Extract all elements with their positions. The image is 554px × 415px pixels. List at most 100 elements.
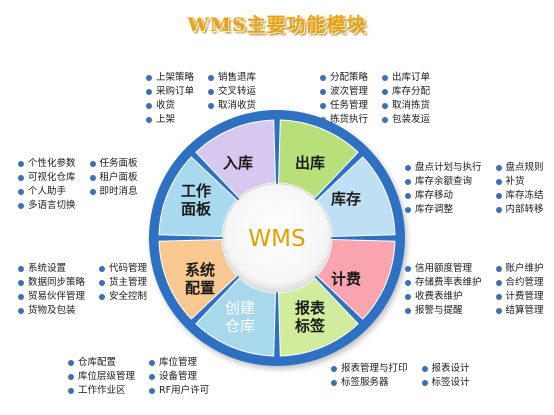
list-item: 数据同步策略: [18, 276, 85, 289]
list-item: 交叉转运: [208, 85, 256, 98]
segment-label-xitong-2: 配置: [185, 279, 215, 297]
list-item: 收货: [146, 99, 194, 112]
list-item: 上架: [146, 113, 194, 126]
list-item-label: 可视化仓库: [28, 172, 76, 183]
list-item: 库存调整: [405, 203, 482, 216]
bullet-icon: [149, 387, 156, 394]
list-item-label: 上架: [156, 114, 176, 125]
list-item-label: 信用额度管理: [415, 263, 473, 274]
list-item-label: 补货: [505, 176, 525, 187]
bullet-icon: [18, 293, 24, 300]
bullet-icon: [146, 74, 152, 81]
bullet-icon: [405, 265, 411, 272]
list-item-label: 代码管理: [109, 263, 148, 274]
bullet-icon: [495, 164, 502, 171]
segment-ruku: [158, 156, 238, 237]
list-item: 计费管理: [495, 290, 544, 303]
list-item: RF用户许可: [149, 384, 209, 397]
list-item-label: 取消拣货: [392, 100, 431, 111]
list-item-label: 个性化参数: [28, 158, 76, 169]
list-item: 补货: [495, 175, 544, 188]
list-item: 合约管理: [495, 276, 544, 289]
list-item: 即时消息: [89, 185, 138, 198]
list-item: 信用额度管理: [405, 262, 482, 275]
bullet-icon: [18, 202, 24, 209]
list-item-label: 包装发运: [392, 114, 431, 125]
list-item: 拣货执行: [320, 113, 368, 126]
list-item-label: 标签服务器: [341, 377, 389, 388]
list-item-label: 上架策略: [156, 72, 195, 83]
list-item-label: RF用户许可: [159, 385, 210, 396]
list-item: 报表管理与打印: [331, 362, 408, 375]
segment-kucun: [278, 119, 359, 199]
list-item-label: 任务管理: [330, 100, 369, 111]
list-item-label: 采购订单: [156, 86, 195, 97]
list-item: 设备管理: [149, 370, 209, 383]
list-item-label: 货物及包装: [28, 305, 76, 316]
bullet-icon: [208, 102, 215, 109]
segment-label-ruku: 入库: [223, 154, 253, 172]
bullet-icon: [18, 279, 24, 286]
list-baobiao: 报表管理与打印报表设计标签服务器标签设计: [331, 362, 470, 389]
list-item: 库位层级管理: [68, 370, 135, 383]
bullet-icon: [405, 307, 411, 314]
bullet-icon: [18, 307, 24, 314]
list-item: 标签服务器: [331, 376, 408, 389]
bullet-icon: [68, 359, 74, 366]
bullet-icon: [99, 279, 106, 286]
bullet-icon: [208, 88, 215, 95]
bullet-icon: [18, 174, 24, 181]
list-item: 取消收货: [208, 99, 256, 112]
bullet-icon: [320, 74, 326, 81]
list-jifei: 信用额度管理 账户维护存储费率表维护 合约管理收费表维护 计费管理报警与提醒结算管理: [405, 262, 544, 317]
list-item: 库存移动: [405, 189, 482, 202]
bullet-icon: [495, 279, 502, 286]
list-item: 采购订单: [146, 85, 194, 98]
segment-chuangjian: [278, 277, 359, 357]
bullet-icon: [146, 102, 152, 109]
list-item-label: 库存余额查询: [415, 176, 473, 187]
bullet-icon: [405, 293, 411, 300]
bullet-icon: [149, 373, 156, 380]
bullet-icon: [208, 74, 215, 81]
bullet-icon: [382, 116, 389, 123]
segment-label-xitong-1: 系统: [185, 261, 215, 279]
list-item: 波次管理: [320, 85, 368, 98]
list-item: 账户维护: [495, 262, 544, 275]
list-item-label: 仓库配置: [78, 357, 117, 368]
bullet-icon: [495, 178, 502, 185]
list-item: 安全控制: [99, 290, 147, 303]
list-item: 包装发运: [382, 113, 430, 126]
bullet-icon: [495, 307, 502, 314]
bullet-icon: [405, 206, 411, 213]
bullet-icon: [146, 88, 152, 95]
list-item: 报警与提醒: [405, 304, 482, 317]
bullet-icon: [18, 188, 24, 195]
list-item-label: 存储费率表维护: [415, 277, 482, 288]
list-item-label: 波次管理: [330, 86, 369, 97]
list-item-label: 收费表维护: [415, 291, 463, 302]
list-item: 个性化参数: [18, 157, 76, 170]
list-item-label: 货主管理: [109, 277, 148, 288]
center-label: WMS: [248, 226, 305, 252]
list-item-label: 库存移动: [415, 190, 454, 201]
list-item: 任务面板: [89, 157, 138, 170]
list-item-label: 报表设计: [431, 363, 470, 374]
list-item: 贸易伙伴管理: [18, 290, 85, 303]
bullet-icon: [89, 174, 96, 181]
segment-label-baobiao-1: 报表: [295, 299, 326, 317]
list-item: 代码管理: [99, 262, 147, 275]
list-item: 可视化仓库: [18, 171, 76, 184]
list-item: 任务管理: [320, 99, 368, 112]
list-item-label: 数据同步策略: [28, 277, 86, 288]
list-item-label: 系统设置: [28, 263, 67, 274]
list-item: 结算管理: [495, 304, 544, 317]
bullet-icon: [405, 192, 411, 199]
list-item: 库存冻结: [495, 189, 544, 202]
list-item-label: 任务面板: [99, 158, 138, 169]
list-item: 盘点计划与执行: [405, 161, 482, 174]
list-item-label: 贸易伙伴管理: [28, 291, 86, 302]
bullet-icon: [99, 265, 106, 272]
